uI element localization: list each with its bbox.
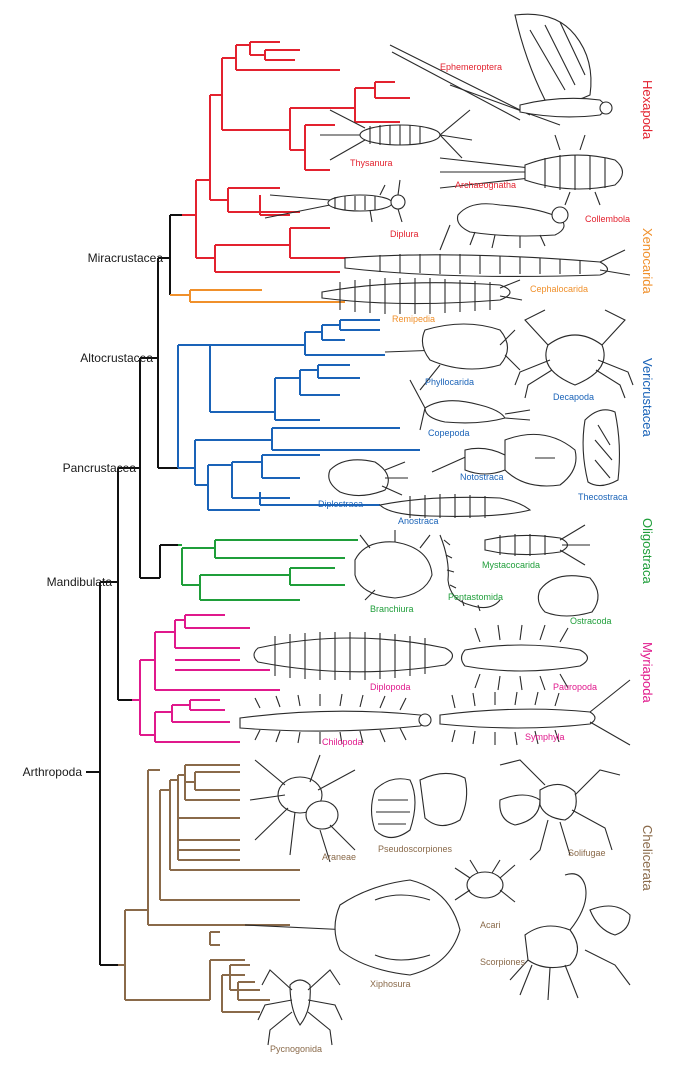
node-label-altocrustacea: Altocrustacea: [80, 351, 153, 365]
taxon-label-symphyla: Symphyla: [525, 732, 565, 742]
taxon-label-phyllocarida: Phyllocarida: [425, 377, 474, 387]
xenocarida-branches: [170, 289, 345, 303]
pentastomida-illustration: [439, 534, 501, 612]
pseudoscorpiones-illustration: [370, 772, 468, 839]
node-label-pancrustacea: Pancrustacea: [63, 461, 137, 475]
vericrustacea-branches: [177, 319, 420, 511]
mystacocarida-illustration: [484, 524, 590, 566]
backbone-branches: [86, 214, 182, 966]
taxon-label-pentastomida: Pentastomida: [448, 592, 503, 602]
taxon-label-diplura: Diplura: [390, 229, 419, 239]
clade-label-vericrustacea: Vericrustacea: [640, 358, 655, 438]
notostraca-illustration: [431, 433, 577, 487]
taxon-label-araneae: Araneae: [322, 852, 356, 862]
chelicerata-branches: [118, 764, 300, 1013]
taxon-label-pseudoscorpiones: Pseudoscorpiones: [378, 844, 453, 854]
taxon-label-decapoda: Decapoda: [553, 392, 594, 402]
taxon-label-ostracoda: Ostracoda: [570, 616, 612, 626]
chilopoda-illustration: [239, 693, 432, 745]
clade-label-hexapoda: Hexapoda: [640, 80, 655, 140]
taxon-label-notostraca: Notostraca: [460, 472, 504, 482]
taxon-label-thysanura: Thysanura: [350, 158, 393, 168]
node-label-arthropoda: Arthropoda: [23, 765, 83, 779]
taxon-label-xiphosura: Xiphosura: [370, 979, 411, 989]
pauropoda-illustration: [460, 624, 589, 691]
taxon-label-solifugae: Solifugae: [568, 848, 606, 858]
cephalocarida-illustration: [344, 249, 631, 278]
pycnogonida-illustration: [257, 969, 343, 1046]
taxon-label-copepoda: Copepoda: [428, 428, 470, 438]
taxon-label-ephemeroptera: Ephemeroptera: [440, 62, 502, 72]
taxon-label-acari: Acari: [480, 920, 501, 930]
phyllocarida-illustration: [384, 323, 521, 391]
myriapoda-branches: [132, 614, 280, 743]
decapoda-illustration: [514, 309, 634, 399]
clade-label-xenocarida: Xenocarida: [640, 228, 655, 295]
solifugae-illustration: [499, 759, 621, 861]
taxon-label-diplopoda: Diplopoda: [370, 682, 411, 692]
hexapoda-branches: [182, 41, 410, 273]
archaeognatha-illustration: [439, 134, 624, 206]
taxon-label-collembola: Collembola: [585, 214, 630, 224]
node-label-mandibulata: Mandibulata: [47, 575, 113, 589]
oligostraca-branches: [178, 539, 358, 601]
taxon-label-chilopoda: Chilopoda: [322, 737, 363, 747]
collembola-illustration: [439, 203, 569, 251]
branchiura-illustration: [354, 530, 433, 601]
scorpiones-illustration: [509, 873, 631, 1001]
taxon-label-pycnogonida: Pycnogonida: [270, 1044, 322, 1054]
clade-label-oligostraca: Oligostraca: [640, 518, 655, 585]
taxon-label-cephalocarida: Cephalocarida: [530, 284, 588, 294]
ostracoda-illustration: [537, 575, 599, 617]
thecostraca-illustration: [582, 409, 620, 487]
symphyla-illustration: [439, 679, 631, 746]
node-label-miracrustacea: Miracrustacea: [88, 251, 164, 265]
taxon-label-branchiura: Branchiura: [370, 604, 414, 614]
acari-illustration: [454, 859, 516, 903]
xiphosura-illustration: [244, 879, 461, 976]
clade-label-myriapoda: Myriapoda: [640, 642, 655, 703]
araneae-illustration: [249, 754, 356, 863]
taxon-label-thecostraca: Thecostraca: [578, 492, 628, 502]
taxon-label-diplostraca: Diplostraca: [318, 499, 363, 509]
taxon-label-scorpiones: Scorpiones: [480, 957, 526, 967]
copepoda-illustration: [409, 379, 531, 431]
diplopoda-illustration: [253, 632, 454, 680]
anostraca-illustration: [378, 494, 532, 518]
diplostraca-illustration: [328, 459, 408, 497]
taxon-label-archaeognatha: Archaeognatha: [455, 180, 516, 190]
remipedia-illustration: [321, 278, 523, 314]
taxon-label-mystacocarida: Mystacocarida: [482, 560, 540, 570]
thysanura-illustration: [320, 109, 473, 161]
diplura-illustration: [264, 179, 406, 223]
clade-label-chelicerata: Chelicerata: [640, 825, 655, 892]
taxon-label-anostraca: Anostraca: [398, 516, 439, 526]
taxon-label-pauropoda: Pauropoda: [553, 682, 597, 692]
taxon-label-remipedia: Remipedia: [392, 314, 435, 324]
ephemeroptera-illustration: [389, 13, 613, 126]
